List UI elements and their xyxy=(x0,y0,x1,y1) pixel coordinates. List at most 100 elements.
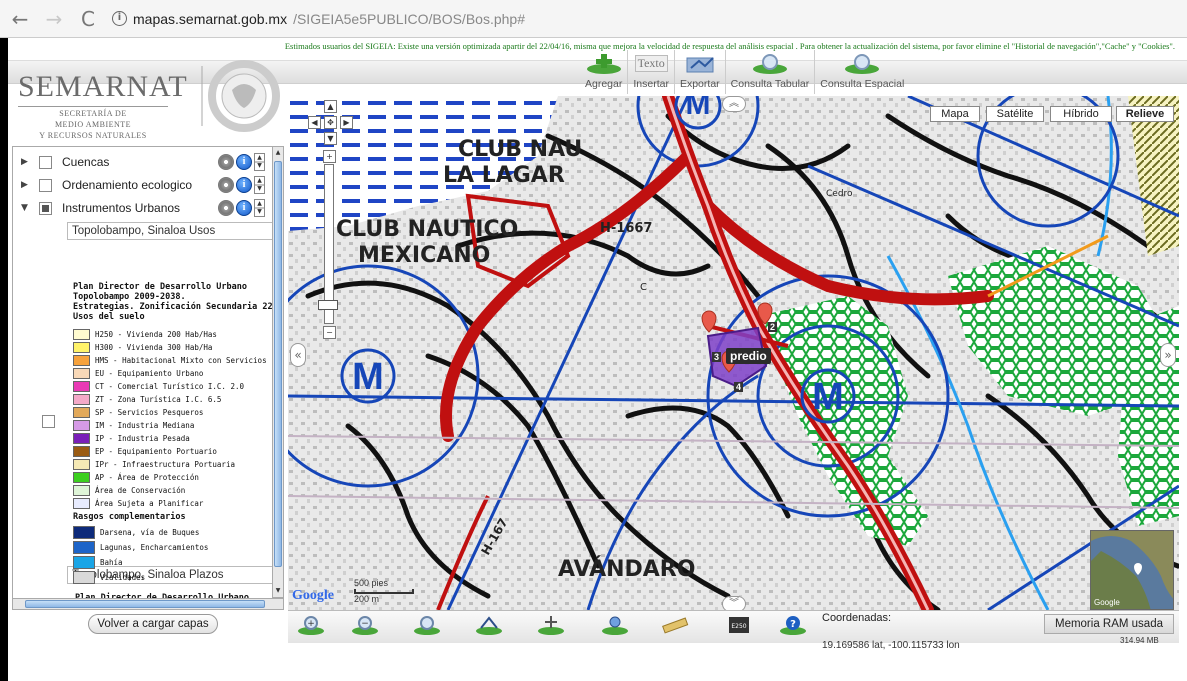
identify-icon[interactable] xyxy=(536,613,566,637)
zoom-out-tool-icon[interactable]: − xyxy=(350,613,380,637)
legend-item: EP - Equipamiento Portuario xyxy=(73,445,283,458)
scroll-down-icon[interactable]: ▼ xyxy=(275,587,281,594)
semarnat-logo: SEMARNAT SECRETARÍA DE MEDIO AMBIENTE Y … xyxy=(18,70,188,140)
map-canvas[interactable]: M M M CLUB NAU LA LAGAR CLUB NAUTICO MEX… xyxy=(288,96,1179,610)
minimap-google: Google xyxy=(1094,598,1120,607)
url-path: /SIGEIA5e5PUBLICO/BOS/Bos.php# xyxy=(293,10,525,27)
layer-info-icon[interactable]: i xyxy=(236,177,252,193)
pan-down-icon[interactable]: ▼ xyxy=(324,132,337,145)
logo-divider xyxy=(18,106,168,107)
pan-center-icon[interactable]: ✥ xyxy=(324,116,337,129)
legend-swatch xyxy=(73,472,90,483)
legend-item: IM - Industria Mediana xyxy=(73,419,283,432)
consulta-tabular-button[interactable]: Consulta Tabular xyxy=(726,50,816,94)
reload-button[interactable]: C xyxy=(81,6,95,31)
legend-label: EP - Equipamiento Portuario xyxy=(95,447,217,456)
layer-panel-hscrollbar[interactable] xyxy=(12,598,284,610)
sublayer-checkbox[interactable] xyxy=(42,415,55,428)
sublayer-usos[interactable]: Topolobampo, Sinaloa Usos xyxy=(67,222,279,240)
notice-banner: Estimados usuarios del SIGEIA: Existe un… xyxy=(284,41,1175,51)
insertar-label: Insertar xyxy=(633,78,669,90)
zoom-in-icon[interactable]: + xyxy=(323,150,336,163)
expand-right-icon[interactable]: » xyxy=(1160,343,1176,367)
map-label-club-nautico: CLUB NAUTICO xyxy=(336,217,518,242)
scroll-up-icon[interactable]: ▲ xyxy=(275,149,281,156)
reload-layers-button[interactable]: Volver a cargar capas xyxy=(88,614,218,634)
rasgo-swatch xyxy=(73,556,95,569)
layer-checkbox-ordenamiento[interactable] xyxy=(39,178,52,192)
scale-feet: 500 pies xyxy=(354,578,389,588)
layer-info-icon[interactable]: i xyxy=(236,200,252,216)
svg-text:+: + xyxy=(307,619,315,629)
layer-row-instrumentos[interactable]: ▼ Instrumentos Urbanos i ▲▼ xyxy=(13,197,283,219)
overview-minimap[interactable]: Google xyxy=(1090,530,1174,610)
zoom-in-tool-icon[interactable]: + xyxy=(296,613,326,637)
legend-item: IPr - Infraestructura Portuaria xyxy=(73,458,283,471)
legend-title-3: Estrategias. Zonificación Secundaria 22 xyxy=(73,302,273,312)
forward-button[interactable]: → xyxy=(45,6,63,31)
scroll-thumb[interactable] xyxy=(274,161,282,567)
maptype-mapa[interactable]: Mapa xyxy=(930,106,980,122)
settings-gear-icon[interactable] xyxy=(218,154,234,170)
map-card-icon[interactable]: E250 xyxy=(724,613,754,637)
layer-row-cuencas[interactable]: ▶ Cuencas i ▲▼ xyxy=(13,151,283,173)
legend-label: Área de Conservación xyxy=(95,486,186,495)
zoom-slider-track[interactable] xyxy=(324,164,334,324)
pan-control[interactable]: ▲ ◀ ✥ ▶ ▼ xyxy=(306,100,356,150)
add-layer-icon xyxy=(586,50,622,76)
legend: Plan Director de Desarrollo Urbano Topol… xyxy=(73,282,283,585)
hscroll-thumb[interactable] xyxy=(25,600,265,608)
zoom-slider-handle[interactable] xyxy=(318,300,338,310)
exportar-button[interactable]: Exportar xyxy=(675,50,726,94)
legend-label: AP - Área de Protección xyxy=(95,473,199,482)
back-button[interactable]: ← xyxy=(11,6,29,31)
layer-panel-scrollbar[interactable]: ▲ ▼ xyxy=(272,146,284,598)
legend-swatch xyxy=(73,420,90,431)
legend-swatch xyxy=(73,459,90,470)
legend-item: Área Sujeta a Planificar xyxy=(73,497,283,510)
settings-gear-icon[interactable] xyxy=(218,177,234,193)
order-spinner[interactable]: ▲▼ xyxy=(254,153,265,171)
legend-swatch xyxy=(73,446,90,457)
help-icon[interactable]: ? xyxy=(778,613,808,637)
agregar-button[interactable]: Agregar xyxy=(580,50,629,94)
order-spinner[interactable]: ▲▼ xyxy=(254,176,265,194)
locate-icon[interactable] xyxy=(600,613,630,637)
settings-gear-icon[interactable] xyxy=(218,200,234,216)
expand-icon[interactable]: ▶ xyxy=(21,157,28,167)
insert-text-glyph: Texto xyxy=(634,54,668,72)
full-extent-icon[interactable] xyxy=(412,613,442,637)
vertex-label-4: 4 xyxy=(734,382,744,392)
pan-up-icon[interactable]: ▲ xyxy=(324,100,337,113)
legend-swatch xyxy=(73,394,90,405)
insert-text-icon: Texto xyxy=(634,50,668,76)
maptype-satelite[interactable]: Satélite xyxy=(986,106,1044,122)
measure-icon[interactable] xyxy=(474,613,504,637)
collapse-up-icon[interactable]: ︽ xyxy=(722,96,746,112)
maptype-relieve[interactable]: Relieve xyxy=(1116,106,1174,122)
consulta-espacial-button[interactable]: Consulta Espacial xyxy=(815,50,909,94)
ram-usage-label: Memoria RAM usada xyxy=(1044,614,1174,634)
map-card-label: E250 xyxy=(731,623,746,630)
collapse-icon[interactable]: ▼ xyxy=(21,203,28,213)
map-label-cedro: Cedro xyxy=(826,189,853,199)
layer-row-ordenamiento[interactable]: ▶ Ordenamiento ecologico i ▲▼ xyxy=(13,174,283,196)
expand-icon[interactable]: ▶ xyxy=(21,180,28,190)
layer-checkbox-cuencas[interactable] xyxy=(39,155,52,169)
address-bar[interactable]: i mapas.semarnat.gob.mx/SIGEIA5e5PUBLICO… xyxy=(112,11,525,27)
insertar-button[interactable]: Texto Insertar xyxy=(628,50,675,94)
ruler-icon[interactable] xyxy=(660,613,690,637)
pan-right-icon[interactable]: ▶ xyxy=(340,116,353,129)
collapse-left-icon[interactable]: « xyxy=(290,343,306,367)
pan-left-icon[interactable]: ◀ xyxy=(308,116,321,129)
main-toolbar: Agregar Texto Insertar Exportar Consulta… xyxy=(580,50,909,94)
rasgo-label: Lagunas, Encharcamientos xyxy=(100,543,209,552)
layer-info-icon[interactable]: i xyxy=(236,154,252,170)
spatial-query-icon xyxy=(844,50,880,76)
info-icon[interactable]: i xyxy=(112,11,127,26)
zoom-out-icon[interactable]: − xyxy=(323,326,336,339)
maptype-hibrido[interactable]: Híbrido xyxy=(1050,106,1112,122)
exportar-label: Exportar xyxy=(679,78,720,90)
layer-checkbox-instrumentos[interactable] xyxy=(39,201,52,215)
order-spinner[interactable]: ▲▼ xyxy=(254,199,265,217)
